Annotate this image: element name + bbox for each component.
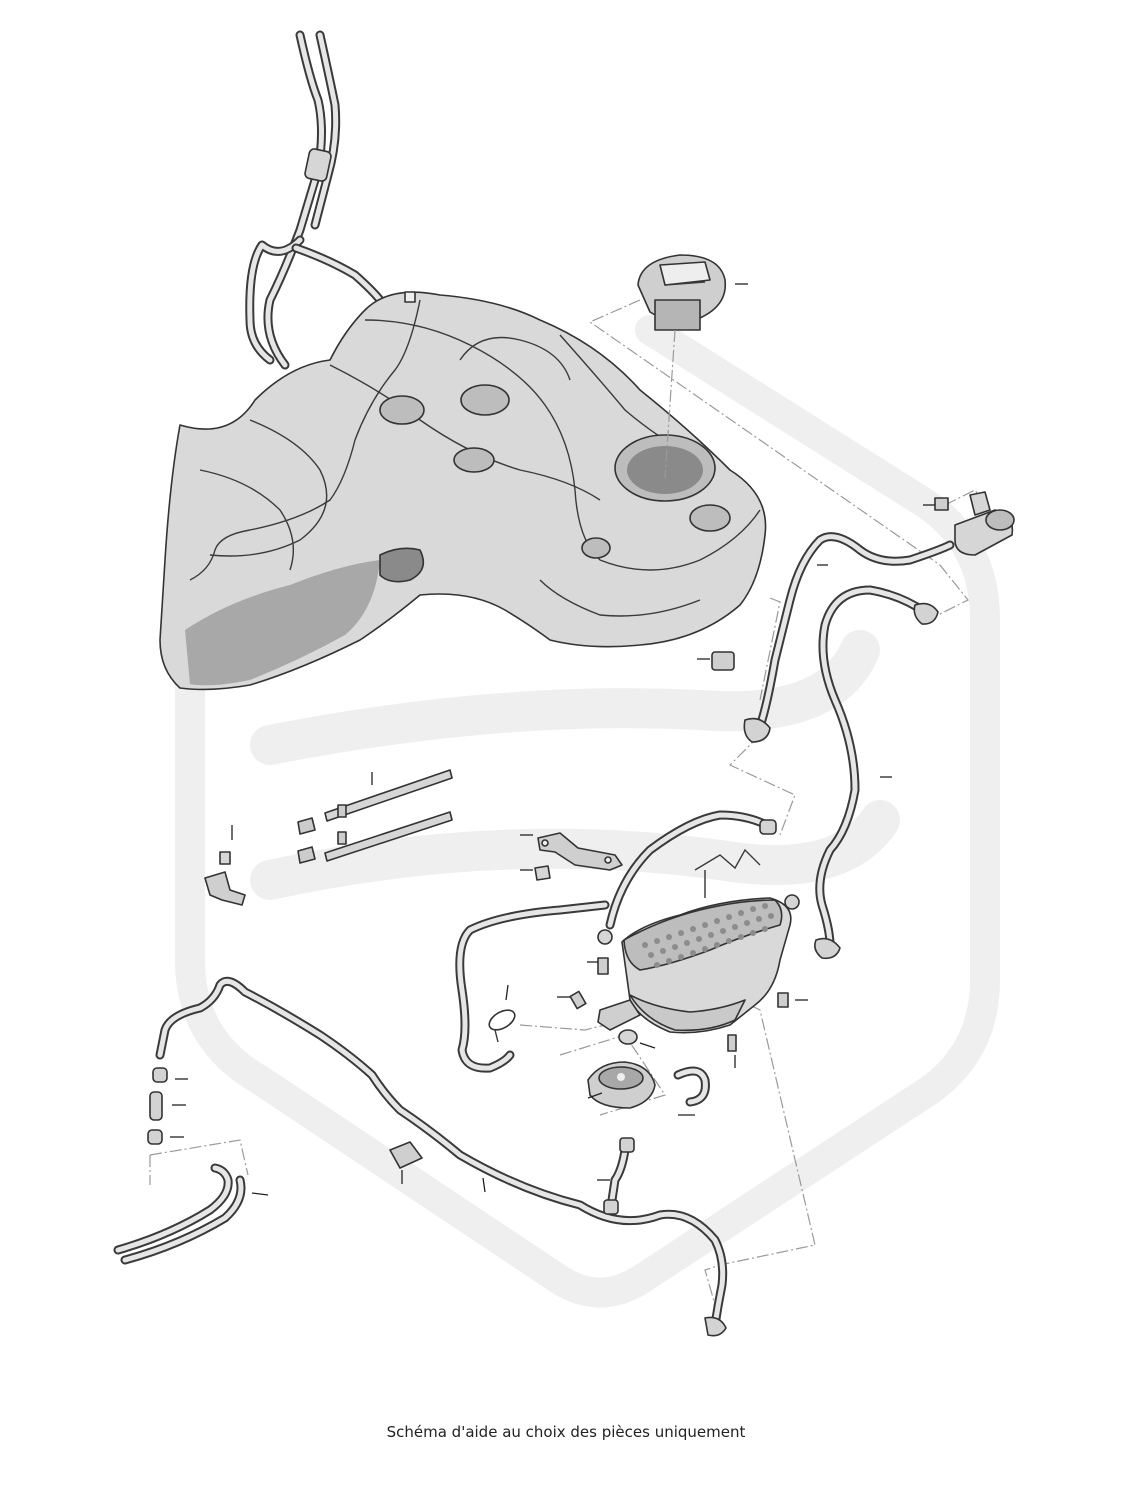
hose-clamp-icon bbox=[488, 984, 516, 1043]
filler-pipe-icon bbox=[245, 30, 385, 370]
assembly-line bbox=[519, 1024, 606, 1031]
charcoal-canister-icon bbox=[557, 848, 808, 1068]
elbow-hose-icon bbox=[673, 1066, 710, 1116]
assembly-line bbox=[664, 329, 676, 479]
mounting-bracket-icon bbox=[520, 832, 623, 881]
canister-grid bbox=[642, 903, 774, 968]
assembly-line bbox=[588, 299, 969, 621]
fuel-line bbox=[155, 976, 728, 1337]
bracket-icon bbox=[204, 825, 246, 906]
diagram-caption: Schéma d'aide au choix des pièces unique… bbox=[386, 1423, 746, 1441]
assembly-line bbox=[149, 1139, 249, 1176]
assembly-line bbox=[704, 1004, 816, 1316]
pump-icon bbox=[587, 1061, 656, 1109]
pipe-pair-icon bbox=[113, 1163, 269, 1265]
cable-tie-icon bbox=[297, 769, 453, 864]
assembly-line bbox=[728, 734, 796, 836]
clip-icon bbox=[697, 651, 735, 671]
vent-lines bbox=[455, 532, 955, 1073]
fuel-pump-flange-icon bbox=[637, 254, 748, 331]
assembly-line bbox=[559, 1034, 666, 1116]
assembly-line bbox=[759, 597, 781, 701]
connector-set-icon bbox=[147, 1067, 188, 1145]
line-clip-icon bbox=[389, 1141, 423, 1184]
fuel-filter-icon bbox=[923, 491, 1015, 556]
